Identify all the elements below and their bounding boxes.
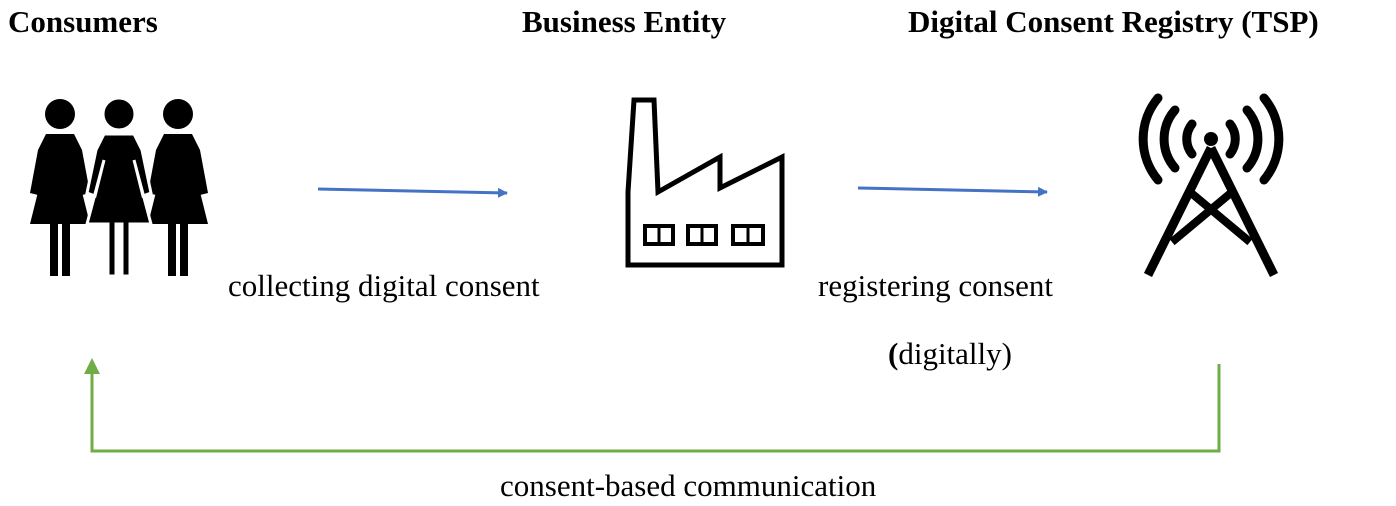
communication-arrowhead: [84, 358, 100, 374]
registry-heading: Digital Consent Registry (TSP): [908, 4, 1319, 39]
register-label-line1: registering consent: [818, 268, 1054, 303]
collect-label: collecting digital consent: [228, 268, 540, 303]
consumers-heading: Consumers: [8, 4, 158, 39]
register-arrow: [857, 186, 1048, 197]
collect-arrow: [317, 187, 508, 198]
communication-arrow: [90, 364, 1221, 453]
register-label-paren: (: [888, 336, 899, 371]
factory-icon: [625, 97, 785, 268]
register-label-rest: digitally): [898, 336, 1012, 371]
cell-tower-icon: [1138, 93, 1284, 277]
communication-label: consent-based communication: [500, 468, 877, 503]
people-icon: [30, 96, 208, 278]
register-label-line2: (digitally): [888, 334, 1012, 374]
business-entity-heading: Business Entity: [522, 4, 727, 39]
